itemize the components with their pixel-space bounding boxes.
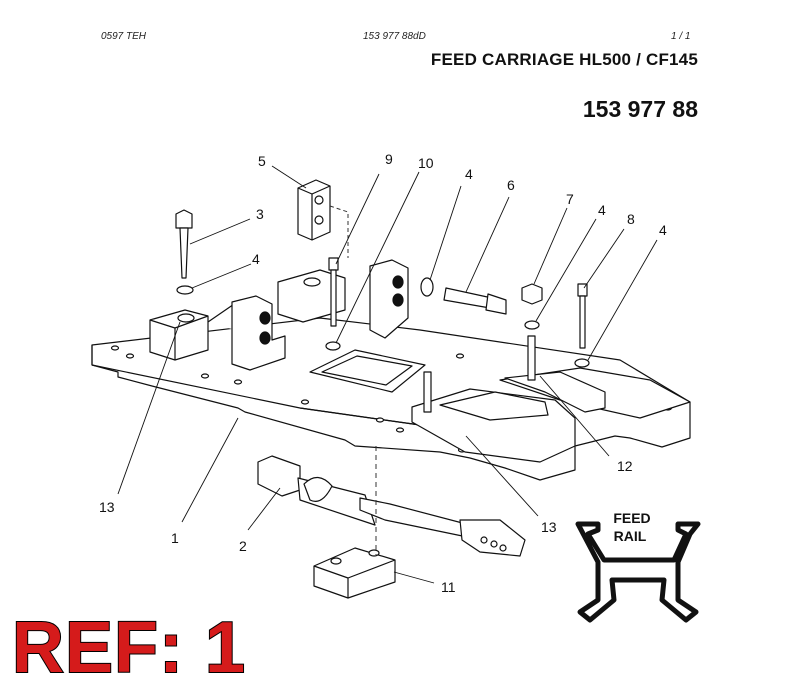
slide-block-11 bbox=[313, 547, 396, 599]
callout-4-d: 4 bbox=[252, 251, 260, 267]
callout-11: 11 bbox=[441, 579, 456, 595]
callout-7: 7 bbox=[566, 191, 574, 207]
nut-7 bbox=[521, 283, 543, 330]
callout-4-b: 4 bbox=[598, 202, 606, 218]
callout-1: 1 bbox=[171, 530, 179, 546]
callout-13-b: 13 bbox=[541, 519, 557, 535]
stud bbox=[423, 335, 536, 413]
callout-4-a: 4 bbox=[465, 166, 473, 182]
bracket-left bbox=[231, 295, 286, 371]
header-code-left: 0597 TEH bbox=[101, 31, 147, 42]
diagram-title: FEED CARRIAGE HL500 / CF145 bbox=[430, 50, 698, 69]
callout-13-a: 13 bbox=[99, 499, 115, 515]
bearing-block-5 bbox=[297, 179, 331, 241]
callout-10: 10 bbox=[418, 155, 434, 171]
feed-rail-profile: FEED RAIL bbox=[575, 510, 701, 623]
callout-12: 12 bbox=[617, 458, 633, 474]
bolt-9 bbox=[325, 257, 341, 351]
bolt-6 bbox=[420, 277, 507, 315]
bolt-8 bbox=[574, 283, 590, 368]
callout-5: 5 bbox=[258, 153, 266, 169]
part-number: 153 977 88 bbox=[582, 96, 698, 122]
reference-label: REF: 1 bbox=[11, 608, 247, 688]
link-rod bbox=[257, 455, 526, 557]
callout-2: 2 bbox=[239, 538, 247, 554]
leader-lines bbox=[117, 165, 658, 584]
header-page-indicator: 1 / 1 bbox=[671, 31, 691, 42]
callout-6: 6 bbox=[507, 177, 515, 193]
callout-3: 3 bbox=[256, 206, 264, 222]
inset-label-line2: RAIL bbox=[614, 528, 647, 544]
callout-4-c: 4 bbox=[659, 222, 667, 238]
inset-label-line1: FEED bbox=[613, 510, 650, 526]
callout-8: 8 bbox=[627, 211, 635, 227]
bracket-center bbox=[277, 259, 409, 339]
callout-9: 9 bbox=[385, 151, 393, 167]
header-code-center: 153 977 88dD bbox=[363, 31, 426, 42]
bolt-3 bbox=[175, 209, 194, 295]
